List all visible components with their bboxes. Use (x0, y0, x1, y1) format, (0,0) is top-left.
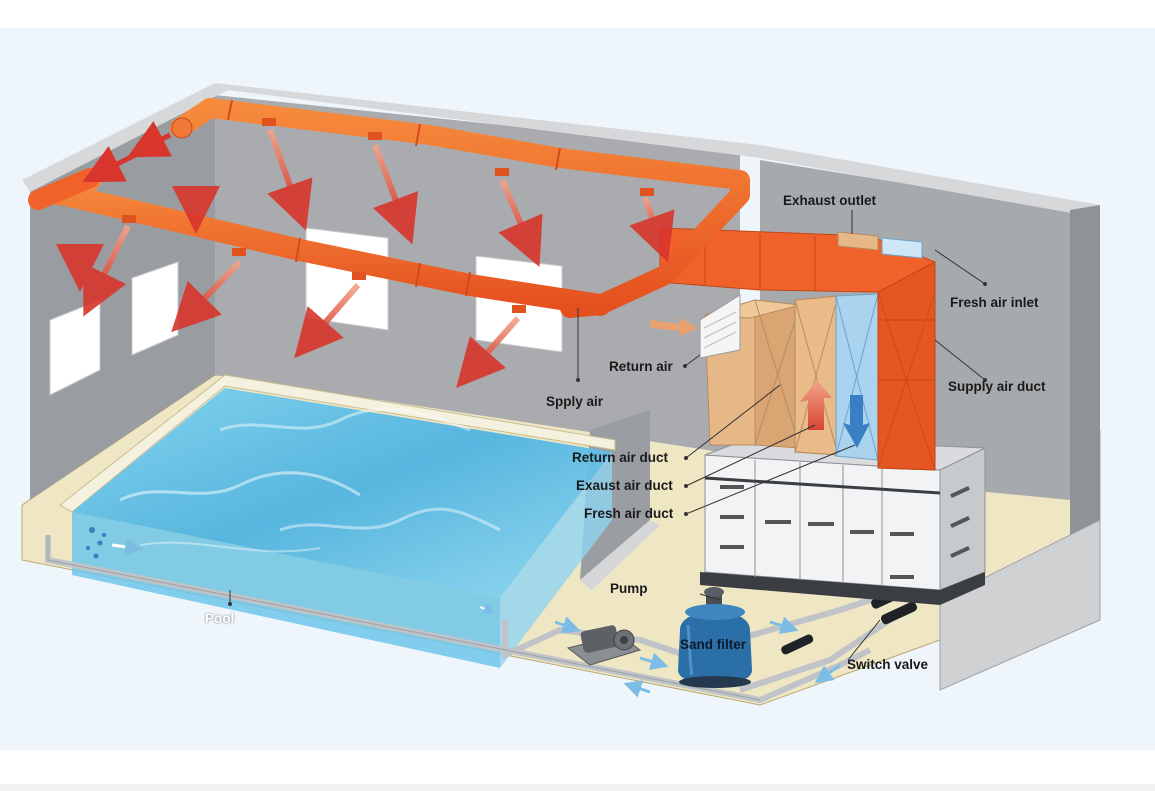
label-switch-valve: Switch valve (847, 657, 929, 672)
air-handling-unit (700, 437, 986, 605)
right-wall-face (939, 519, 1101, 691)
exhaust-outlet-grille (837, 231, 879, 251)
window-left-2 (131, 261, 179, 356)
pool-water-top (72, 388, 612, 598)
pump (566, 625, 642, 666)
left-wall-top (22, 83, 228, 192)
supply-air-duct (659, 227, 936, 471)
exhaust-air-duct (794, 295, 839, 456)
label-fresh-air-duct: Fresh air duct (584, 506, 674, 521)
sand-filter (678, 587, 752, 688)
switch-valve-3 (781, 634, 814, 655)
label-return-air: Return air (609, 359, 673, 374)
supply-duct-back (170, 98, 750, 318)
fresh-air-duct (835, 293, 879, 461)
bottom-strip (0, 784, 1155, 791)
label-spply-air: Spply air (546, 394, 604, 409)
return-air-grille (699, 294, 741, 359)
label-pool: Pool (205, 611, 235, 626)
switch-valve-2 (880, 601, 918, 625)
pool-supply-pipe (502, 620, 701, 663)
pool-water-side (500, 452, 612, 668)
label-exaust-air-duct: Exaust air duct (576, 478, 673, 493)
label-pump: Pump (610, 581, 648, 596)
right-wall (1070, 205, 1100, 610)
equipment-room-top (760, 145, 1100, 218)
label-return-air-duct: Return air duct (572, 450, 669, 465)
label-fresh-air-inlet: Fresh air inlet (950, 295, 1039, 310)
back-wall-top (215, 83, 760, 158)
fresh-air-inlet-grille (881, 237, 923, 259)
valve-lower-pipe (739, 607, 907, 693)
label-exhaust-outlet: Exhaust outlet (783, 193, 877, 208)
label-supply-air-duct: Supply air duct (948, 379, 1046, 394)
label-sand-filter: Sand filter (680, 637, 747, 652)
partition-wall-face (580, 520, 660, 590)
